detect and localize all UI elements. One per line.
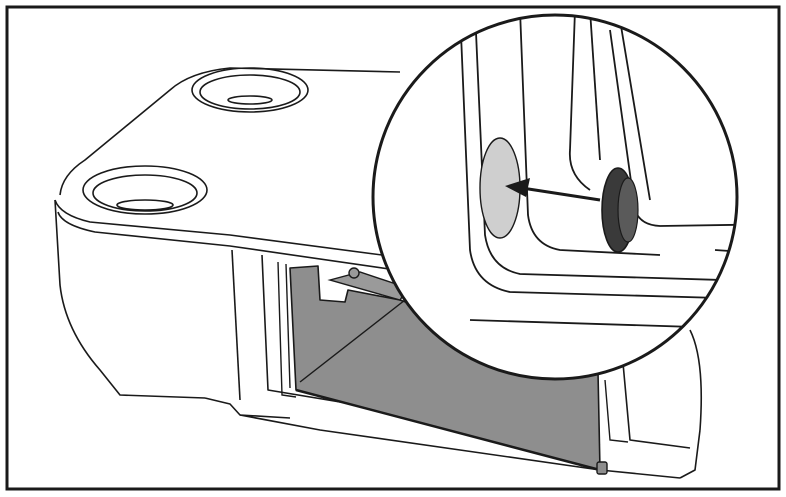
cup-holder-rear xyxy=(191,67,309,113)
direction-arrow-icon xyxy=(505,178,601,202)
frame-border xyxy=(5,5,781,491)
zoom-circle-border xyxy=(371,13,739,381)
zoom-detail xyxy=(371,13,739,381)
door-panel xyxy=(289,265,608,475)
callout-leader xyxy=(299,299,406,383)
compartment-frame xyxy=(277,261,629,443)
magnet-bumper xyxy=(601,167,639,253)
cup-holder-front xyxy=(82,165,208,215)
